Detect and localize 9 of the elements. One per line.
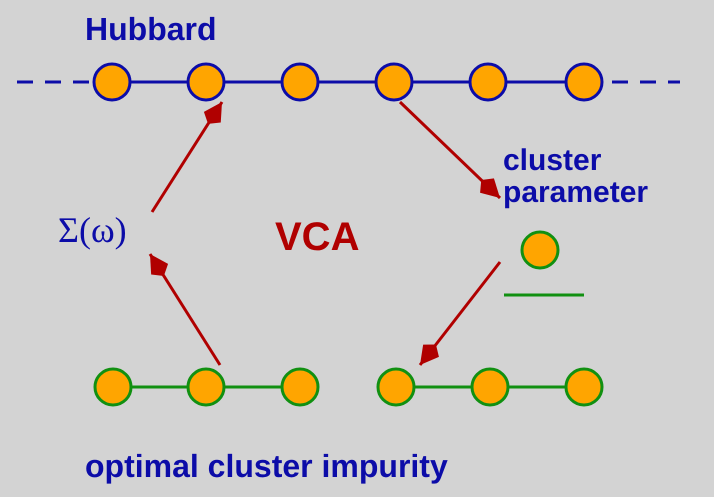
arrow bbox=[148, 253, 222, 366]
arrow bbox=[150, 101, 224, 213]
arrow bbox=[398, 100, 502, 200]
arrow bbox=[418, 261, 502, 366]
node-label: Σ(ω) bbox=[58, 212, 127, 250]
node-label: cluster parameter bbox=[503, 145, 650, 208]
method-label: VCA bbox=[275, 215, 360, 260]
node-label: optimal cluster impurity bbox=[85, 450, 448, 484]
node-label: Hubbard bbox=[85, 13, 217, 47]
